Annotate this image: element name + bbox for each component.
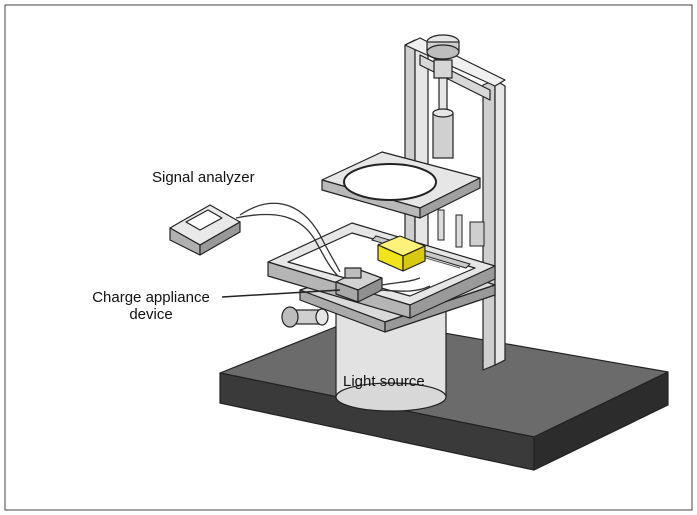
adjust-knob (281, 306, 329, 328)
light-source-label: Light source (343, 373, 425, 390)
signal-analyzer-label: Signal analyzer (152, 169, 255, 186)
yellow-sensor-block (377, 235, 426, 272)
charge-device-leader (221, 289, 341, 298)
charge-appliance-device-shape (335, 267, 383, 303)
top-motor (426, 34, 460, 159)
signal-analyzer-shape (169, 204, 241, 256)
charge-label-line1: Charge appliance (92, 289, 210, 306)
upper-plate (321, 151, 481, 219)
cables (235, 202, 431, 292)
charge-label-line2: device (129, 306, 173, 323)
inner-posts (437, 209, 485, 248)
charge-appliance-label: Charge appliance device (76, 289, 226, 323)
